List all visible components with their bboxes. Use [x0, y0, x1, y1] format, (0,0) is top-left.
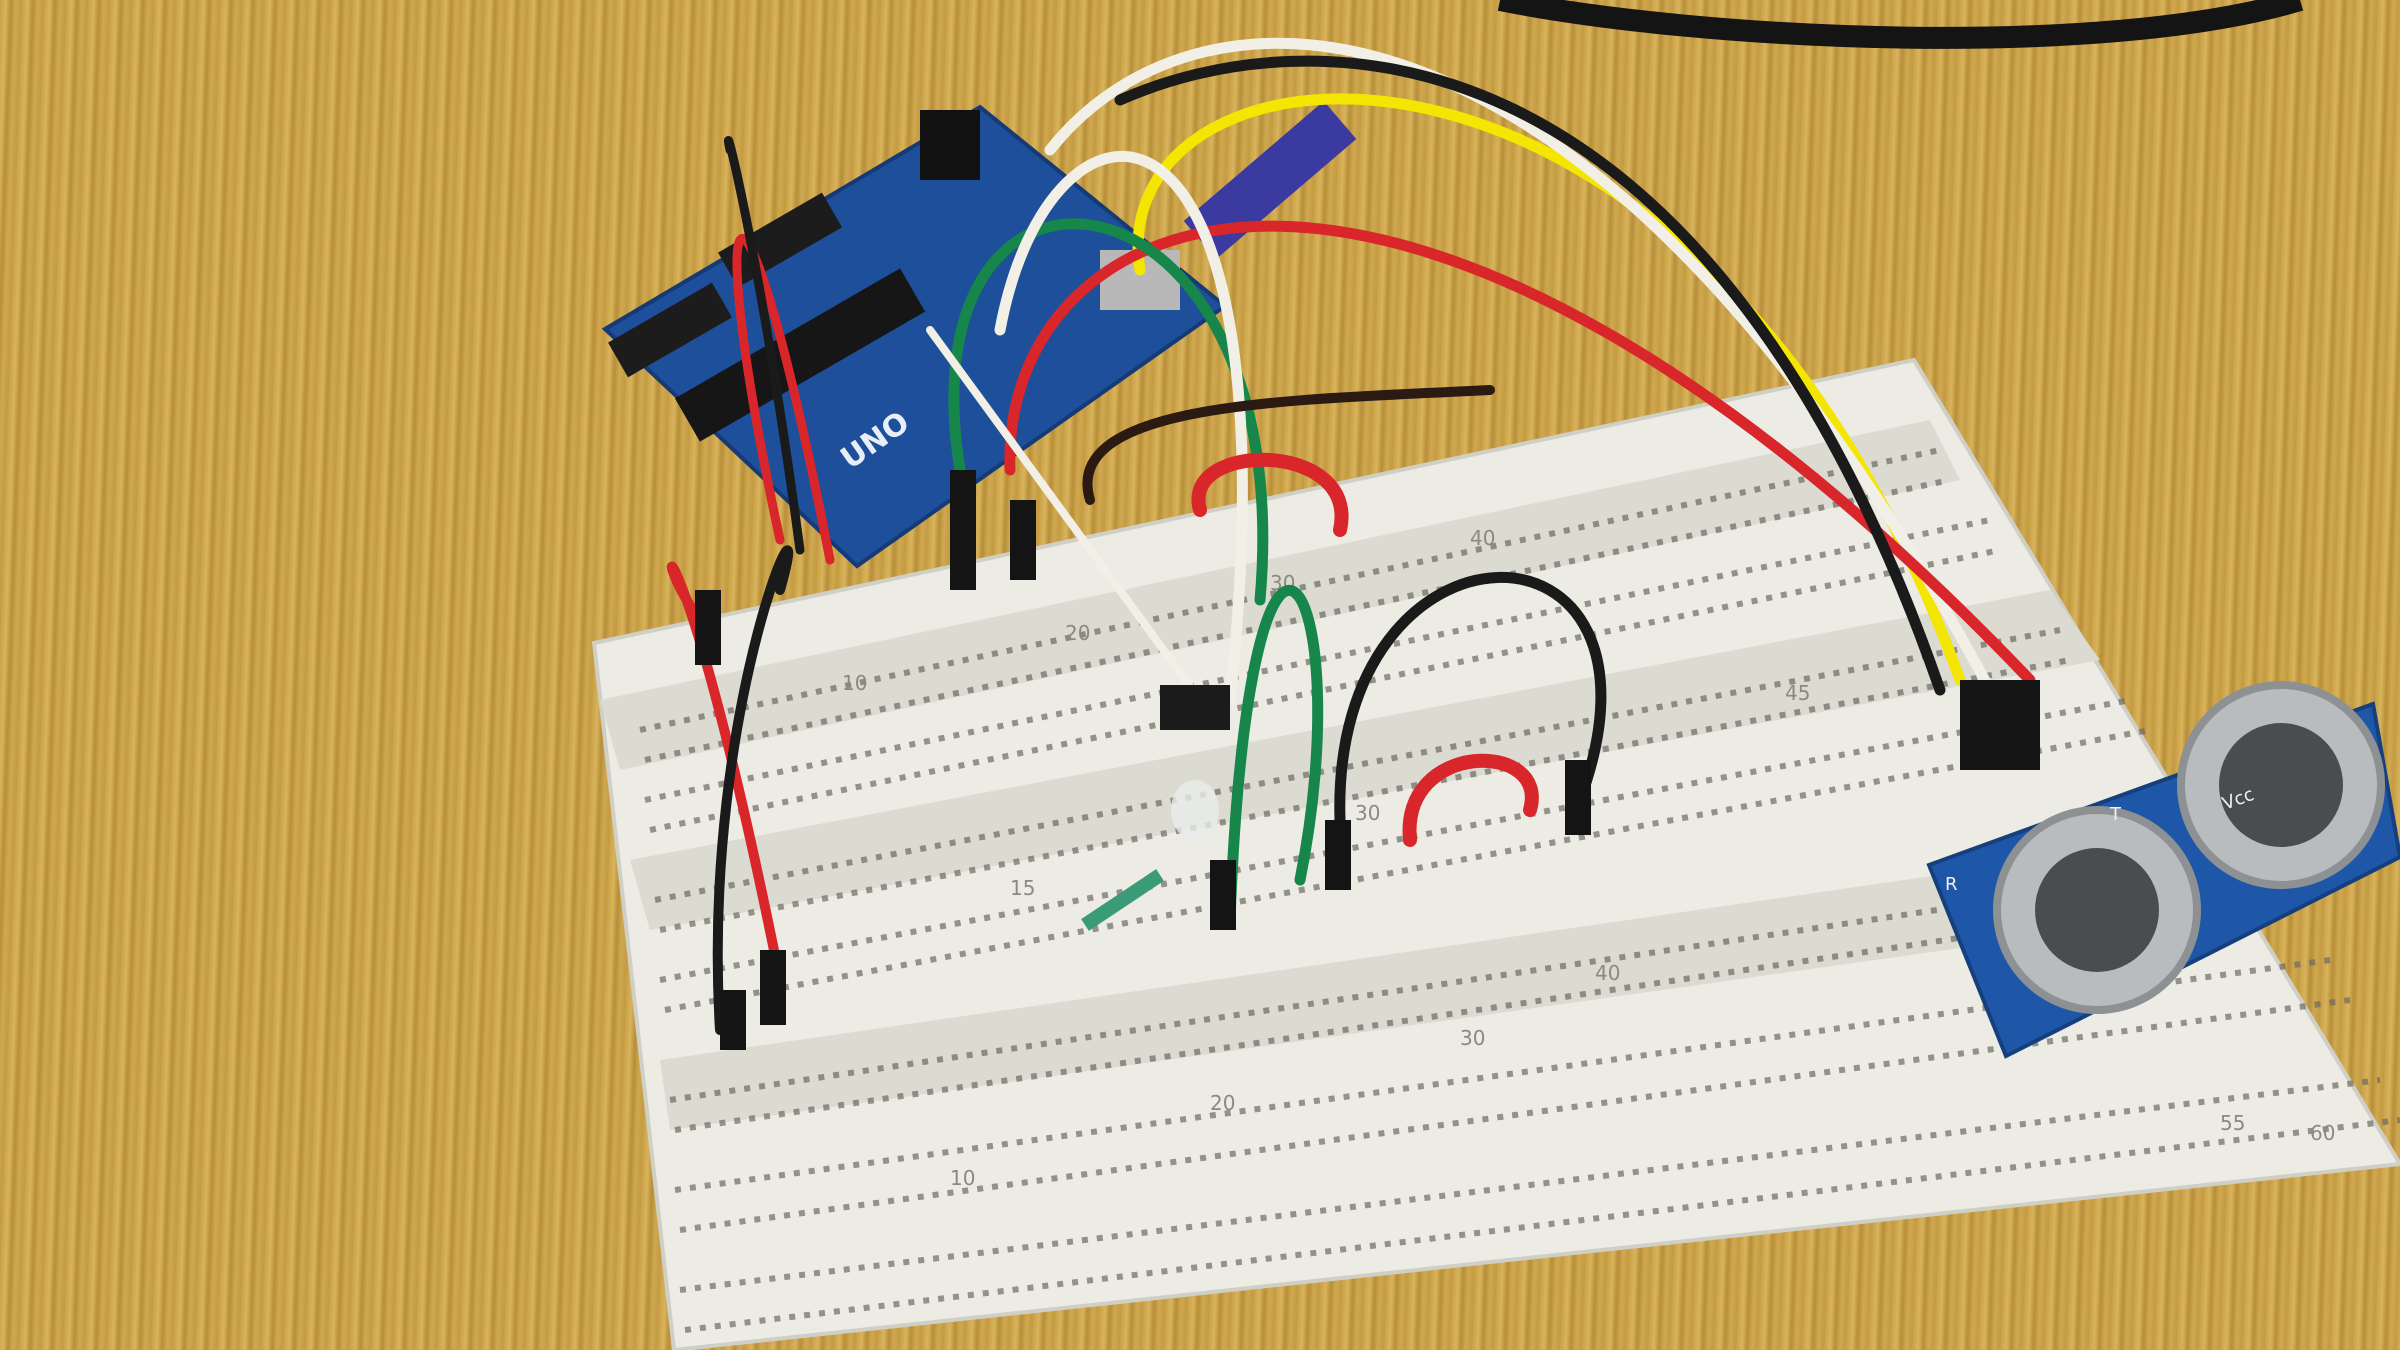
- led: [1171, 780, 1219, 840]
- bb-number: 10: [950, 1166, 975, 1190]
- bb-number: 30: [1355, 801, 1380, 825]
- resistor: [1081, 869, 1164, 931]
- bb-number: 55: [2220, 1111, 2245, 1135]
- pin-label-r: R: [1945, 874, 1958, 895]
- bb-number: 40: [1595, 961, 1620, 985]
- wire-connectors: [695, 470, 2040, 1050]
- usb-plug: [1183, 101, 1357, 259]
- arduino-board: UNO: [601, 104, 1229, 569]
- bb-number: 60: [2310, 1121, 2335, 1145]
- bb-number: 40: [1470, 526, 1495, 550]
- bb-number: 10: [842, 671, 867, 695]
- jumper-wires: [666, 37, 2036, 1035]
- bb-number: 15: [1010, 876, 1035, 900]
- transistor: [1160, 685, 1230, 730]
- bb-number: 20: [1065, 621, 1090, 645]
- usb-cable: [1497, 0, 2304, 49]
- ultrasonic-sensor: Vcc T R: [1926, 681, 2400, 1059]
- pin-label-t: T: [2109, 804, 2122, 825]
- bb-number: 20: [1210, 1091, 1235, 1115]
- bb-number: 30: [1460, 1026, 1485, 1050]
- bb-number: 45: [1785, 681, 1810, 705]
